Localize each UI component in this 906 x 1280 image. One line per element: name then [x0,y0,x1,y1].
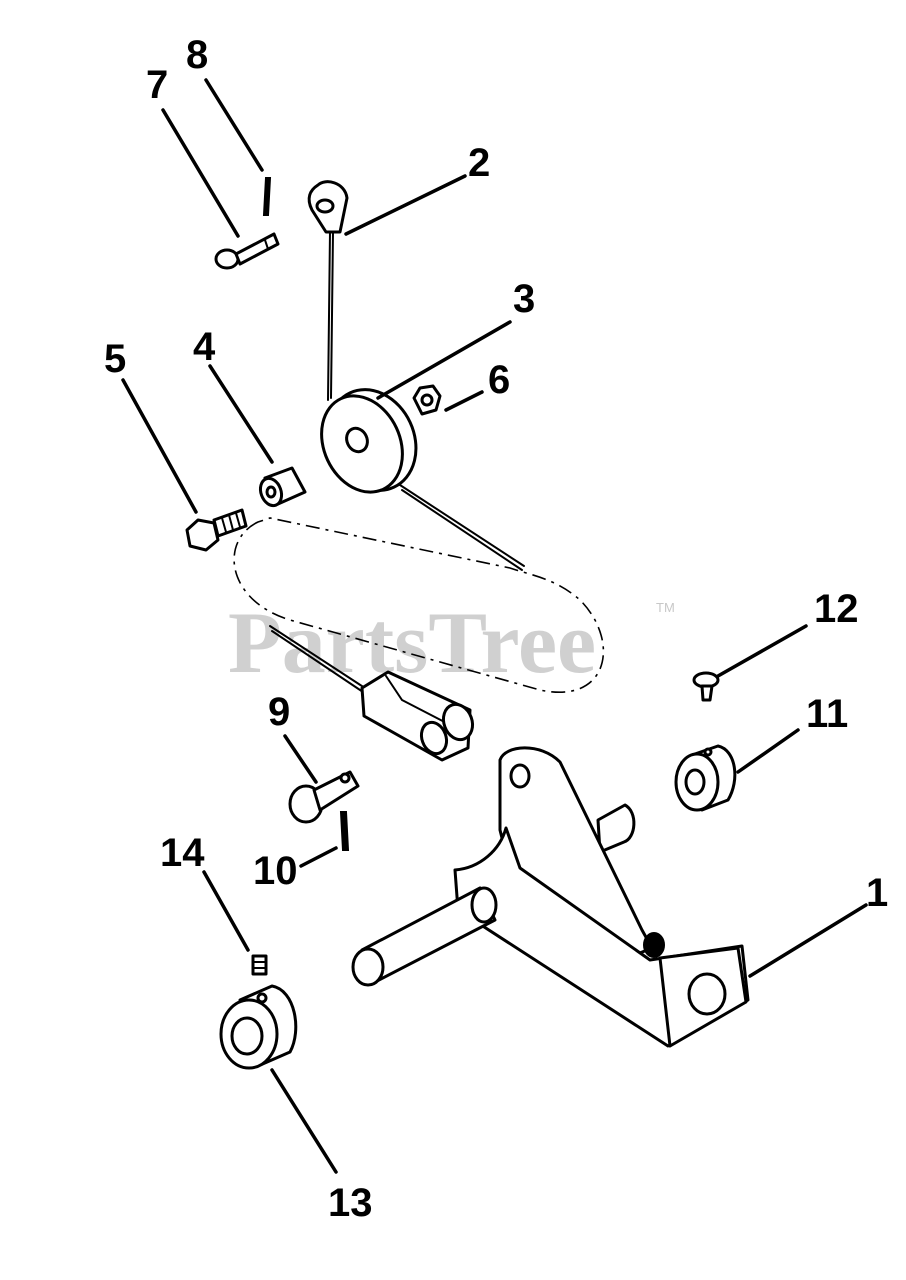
leader-7 [161,108,240,238]
clevis-part [360,670,475,762]
leader-11 [736,728,800,774]
leader-14 [202,870,250,952]
leader-9 [283,734,318,784]
leader-3 [376,320,512,400]
cable-right-2 [401,489,523,571]
hex-bolt-part [185,508,248,552]
set-screw-part [251,954,268,976]
leader-8 [204,78,264,172]
callout-2: 2 [468,141,490,185]
callout-3: 3 [513,277,535,321]
callout-5: 5 [104,337,126,381]
cotter-pin-lower-part [339,811,350,851]
collar-large-part [219,984,298,1070]
collar-small-part [674,744,737,812]
callout-12: 12 [814,587,859,631]
clevis-pin-upper-part [214,232,280,270]
cable-lower-2 [271,630,367,695]
watermark-logo: PartsTree [228,595,596,692]
callout-14: 14 [160,831,205,875]
spacer-part [258,466,307,508]
callout-9: 9 [268,690,290,734]
callout-7: 7 [146,63,168,107]
cable-upper [327,231,331,401]
leader-2 [344,174,467,236]
cable-end-part [307,180,349,234]
bracket-part [351,746,750,1048]
callout-13: 13 [328,1181,373,1225]
leader-12 [716,624,808,678]
leader-10 [299,846,338,868]
leader-4 [208,364,274,464]
belt-path-dashed [233,517,605,693]
cable-upper-2 [330,231,334,399]
leader-6 [444,390,484,412]
callout-8: 8 [186,33,208,77]
leader-5 [121,378,198,514]
callout-10: 10 [253,849,298,893]
leader-13 [270,1068,338,1174]
callout-4: 4 [193,325,216,369]
callout-1: 1 [866,871,888,915]
screw-small-part [692,671,720,702]
watermark-trademark: TM [656,600,675,615]
callout-11: 11 [806,692,848,736]
leader-1 [748,903,868,978]
cotter-pin-upper-part [262,177,272,216]
pulley-part [320,388,418,494]
nut-part [412,384,442,416]
cable-lower [269,625,369,691]
clevis-pin-lower-part [288,770,360,824]
callout-6: 6 [488,358,510,402]
cable-right [399,484,525,567]
